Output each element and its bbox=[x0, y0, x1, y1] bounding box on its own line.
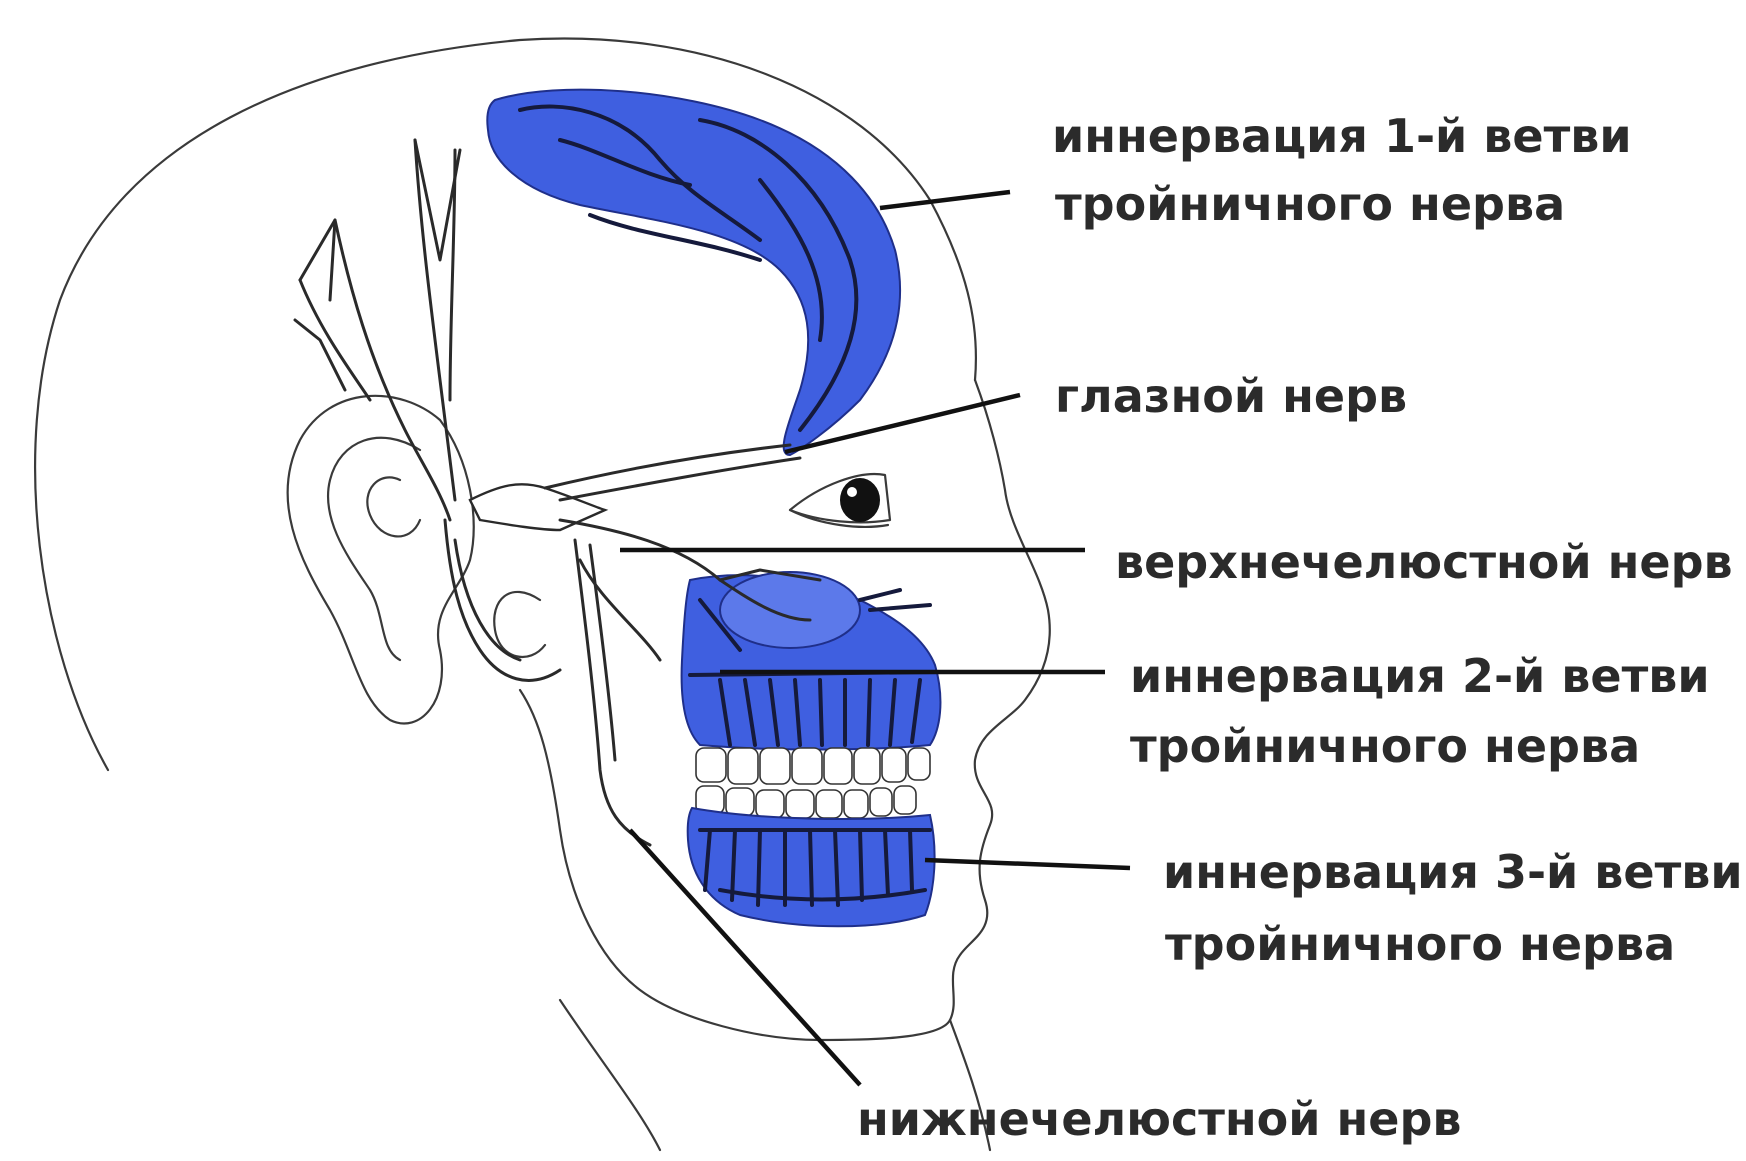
zone-2-upper-jaw bbox=[682, 572, 941, 750]
zone-3-lower-jaw bbox=[688, 808, 935, 926]
label-branch3-line1: иннервация 3-й ветви bbox=[1163, 845, 1743, 899]
label-branch3-line2: тройничного нерва bbox=[1165, 917, 1675, 971]
eye bbox=[790, 474, 890, 527]
leader-branch1 bbox=[880, 192, 1010, 208]
label-ophthalmic: глазной нерв bbox=[1055, 369, 1407, 423]
label-branch1-line2: тройничного нерва bbox=[1055, 177, 1565, 231]
label-branch2-line2: тройничного нерва bbox=[1130, 719, 1640, 773]
label-branch2-line1: иннервация 2-й ветви bbox=[1130, 649, 1710, 703]
label-branch1-line1: иннервация 1-й ветви bbox=[1052, 109, 1632, 163]
labels: иннервация 1-й ветви тройничного нерва г… bbox=[857, 109, 1743, 1146]
label-mandibular: нижнечелюстной нерв bbox=[857, 1092, 1462, 1146]
leader-branch3 bbox=[925, 860, 1130, 868]
zone-1-forehead bbox=[487, 90, 900, 455]
teeth bbox=[696, 748, 930, 818]
label-maxillary: верхнечелюстной нерв bbox=[1115, 535, 1733, 589]
